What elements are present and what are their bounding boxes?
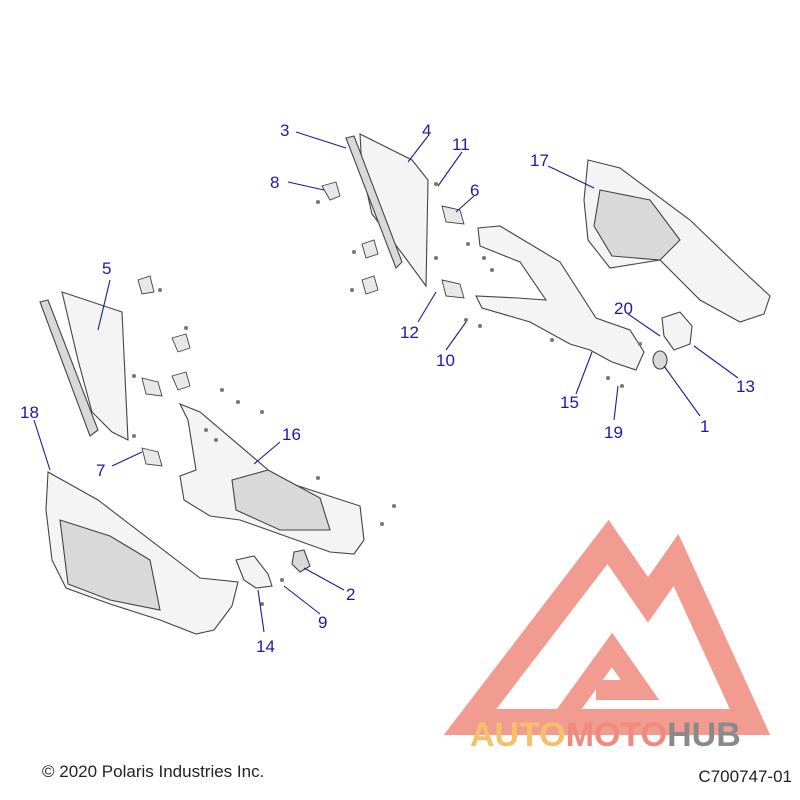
callout-12: 12 [400,323,419,342]
callout-4: 4 [422,121,431,140]
callout-18: 18 [20,403,39,422]
callout-17: 17 [530,151,549,170]
callout-10: 10 [436,351,455,370]
copyright-text: © 2020 Polaris Industries Inc. [42,762,265,781]
fasteners [132,182,642,606]
watermark-auto: AUTO [470,716,566,754]
part-13-latch [652,311,693,370]
part-15-bracket [475,225,645,371]
callout-7: 7 [96,461,105,480]
callout-15: 15 [560,393,579,412]
part-4-panel [345,133,429,288]
part-6-7-hinges [141,205,465,467]
callout-1: 1 [700,417,709,436]
watermark-hub: HUB [667,716,741,754]
callout-3: 3 [280,121,289,140]
part-14-latch [235,549,311,589]
part-16-frame [178,402,365,555]
callout-16: 16 [282,425,301,444]
watermark-text: AUTOMOTOHUB [470,716,741,755]
callout-9: 9 [318,613,327,632]
callout-5: 5 [102,259,111,278]
callout-20: 20 [614,299,633,318]
callout-6: 6 [470,181,479,200]
part-5-panel [39,291,129,441]
leader-lines [33,131,739,633]
part-17-panel [583,159,771,323]
callout-11: 11 [452,135,470,154]
callout-14: 14 [256,637,275,656]
callout-8: 8 [270,173,279,192]
part-8-clips [137,181,379,391]
part-18-fascia [45,471,239,635]
callout-2: 2 [346,585,355,604]
callout-19: 19 [604,423,623,442]
watermark-logo [443,519,771,735]
callout-13: 13 [736,377,755,396]
watermark-moto: MOTO [565,716,668,754]
callout-labels: 1 2 3 4 5 6 7 8 9 10 11 12 13 14 15 16 1… [20,121,755,656]
diagram-code: C700747-01 [698,767,792,786]
